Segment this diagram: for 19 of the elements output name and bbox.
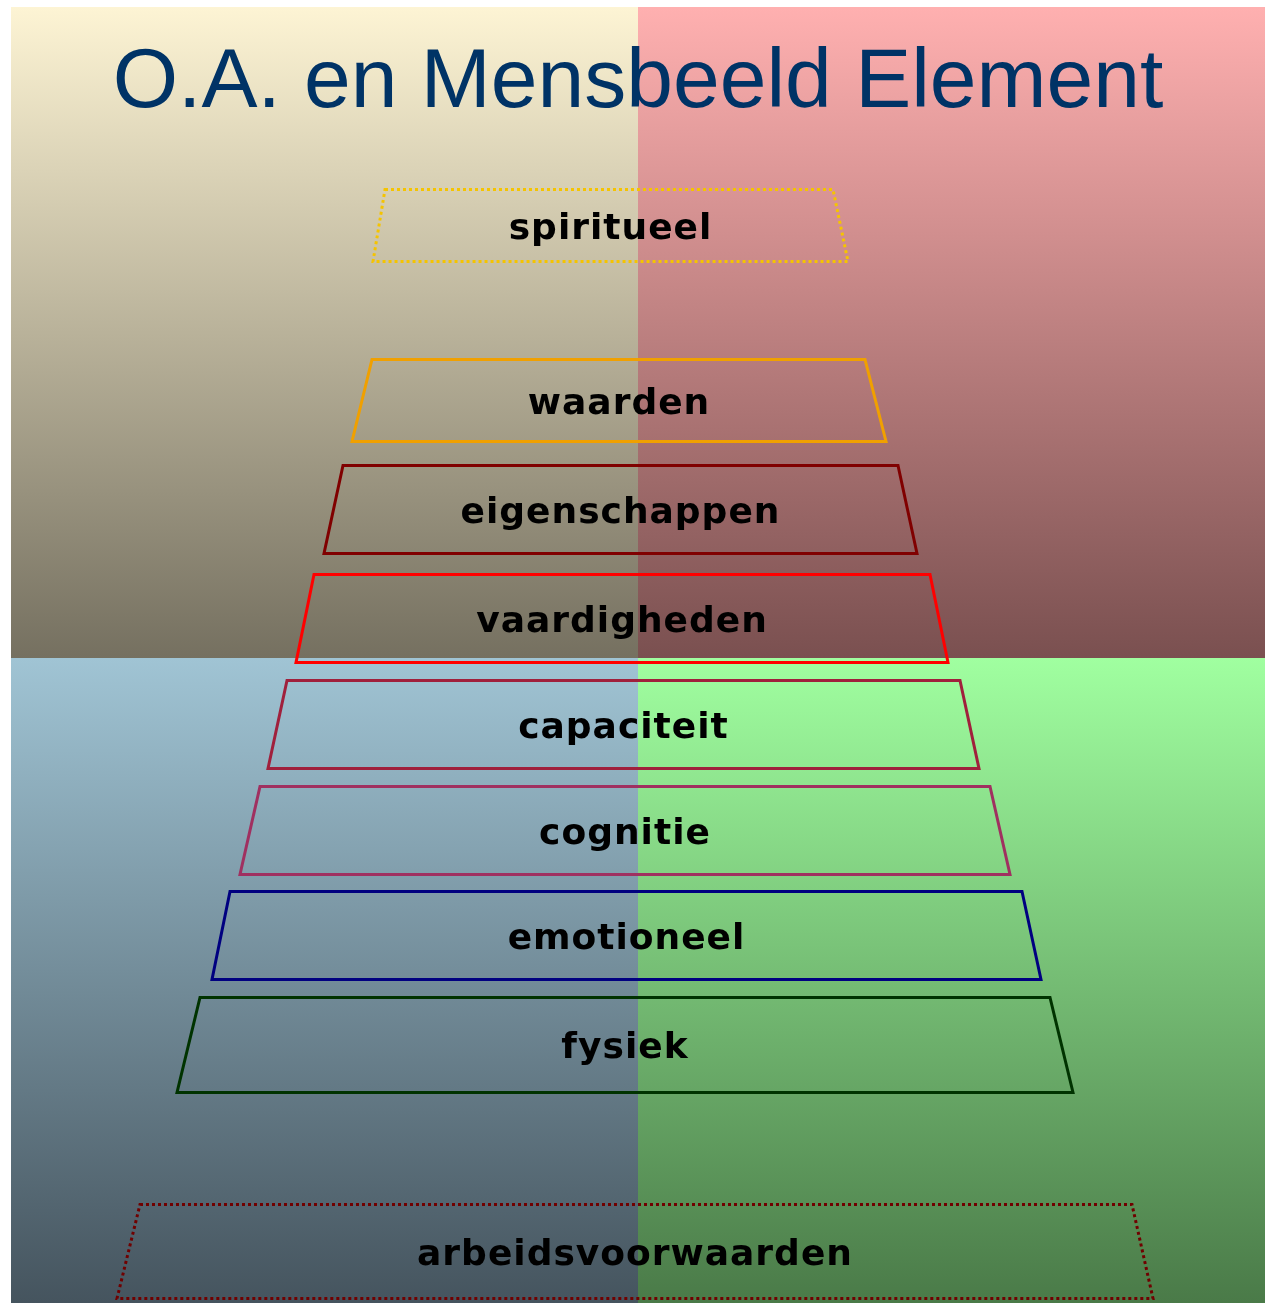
level-label: vaardigheden [476, 598, 768, 639]
level-label: emotioneel [507, 915, 746, 956]
level-label: spiritueel [508, 205, 713, 246]
title: O.A. en Mensbeeld Element [111, 30, 1165, 127]
level-label: fysiek [561, 1024, 689, 1066]
trapezoid-box [212, 890, 1041, 981]
level-label: eigenschappen [460, 489, 781, 530]
trapezoid-box [324, 464, 917, 555]
trapezoid-box [268, 679, 979, 770]
trapezoid-box [373, 188, 848, 263]
level-label: cognitie [539, 810, 711, 851]
level-label: capaciteit [518, 704, 729, 745]
level-label: arbeidsvoorwaarden [417, 1231, 853, 1272]
trapezoid-box [177, 996, 1073, 1094]
trapezoid-box [352, 358, 886, 443]
trapezoid-box [296, 573, 948, 664]
trapezoid-box [117, 1203, 1153, 1300]
level-label: waarden [527, 380, 711, 421]
trapezoid-box [240, 785, 1010, 876]
